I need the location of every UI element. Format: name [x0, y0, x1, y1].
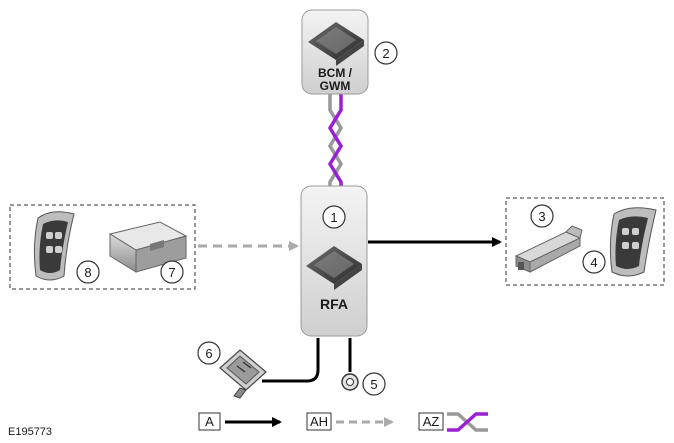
rfa-module: RFA: [300, 185, 368, 337]
power-feed-wire: [262, 338, 320, 383]
antenna-icon: [514, 225, 583, 273]
ground-terminal-icon: [341, 373, 359, 391]
callout-8: 8: [76, 260, 100, 284]
svg-text:5: 5: [370, 377, 377, 392]
legend-az-twisted-pair-icon: [447, 412, 488, 432]
callout-1: 1: [322, 205, 346, 229]
rfa-label: RFA: [320, 296, 348, 312]
svg-text:1: 1: [330, 210, 337, 225]
legend: A AH AZ: [198, 412, 488, 432]
callout-6: 6: [197, 341, 221, 365]
legend-item-a: A: [198, 412, 282, 431]
legend-item-ah: AH: [306, 412, 394, 431]
fuse-icon: [219, 349, 267, 399]
svg-text:3: 3: [538, 209, 545, 224]
legend-item-az: AZ: [418, 412, 488, 432]
callout-3: 3: [530, 204, 554, 228]
figure-reference: E195773: [8, 426, 52, 438]
legend-ah-label: AH: [310, 414, 328, 429]
legend-az-label: AZ: [423, 414, 440, 429]
svg-text:8: 8: [84, 265, 91, 280]
smart-key-icon-right: [609, 207, 657, 277]
svg-text:4: 4: [590, 255, 597, 270]
bcm-gwm-module: BCM / GWM: [301, 9, 369, 95]
left-key-group: [9, 204, 196, 290]
smart-key-icon: [33, 211, 75, 281]
key-case-icon: [108, 221, 188, 273]
can-bus-twisted-pair: [327, 93, 344, 188]
callout-7: 7: [160, 260, 184, 284]
callout-5: 5: [362, 372, 386, 396]
bcm-label-line1: BCM /: [318, 66, 353, 80]
svg-text:7: 7: [168, 265, 175, 280]
svg-text:6: 6: [205, 346, 212, 361]
right-antenna-key-group: [505, 197, 665, 286]
callout-2: 2: [374, 41, 398, 65]
callout-4: 4: [582, 250, 606, 274]
legend-a-label: A: [205, 414, 214, 429]
bcm-label-line2: GWM: [320, 79, 351, 93]
bcm-circuit-board-icon: [308, 22, 364, 66]
rfa-circuit-board-icon: [306, 246, 362, 290]
svg-text:2: 2: [382, 46, 389, 61]
